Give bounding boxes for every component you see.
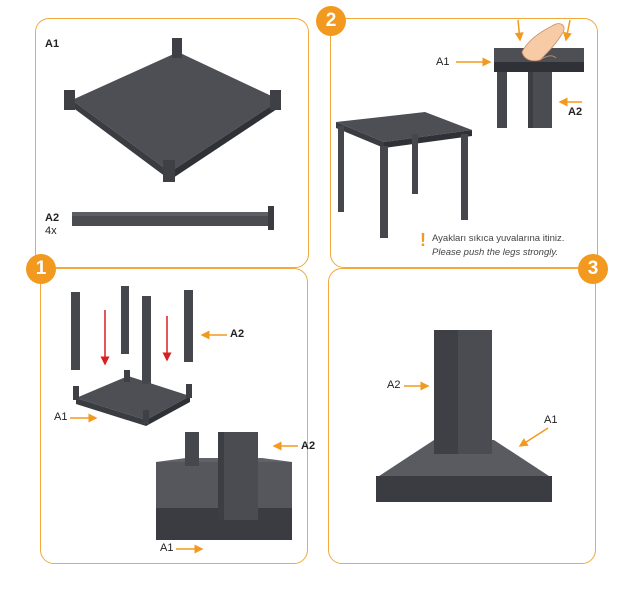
step-badge-1: 1 [26,254,56,284]
part-a2-title: A2 [45,212,60,224]
step-badge-2: 2 [316,6,346,36]
warning-icon: ! [420,230,426,250]
step1-detail-label-a1: A1 [160,542,174,554]
step2-label-a2: A2 [568,106,583,118]
step3-label-a2: A2 [387,379,401,391]
part-a1-title: A1 [45,38,60,50]
step1-assembly-diagram [71,286,193,426]
table-top-part-a1 [64,38,281,182]
step2-label-a1: A1 [436,56,450,68]
step3-label-a1: A1 [544,414,558,426]
step1-detail-label-a2: A2 [301,440,316,452]
step1-label-a2: A2 [230,328,245,340]
step2-assembled-table [336,112,472,238]
part-a2-quantity: 4x [45,225,57,237]
step-badge-3: 3 [578,254,608,284]
panel-step-3-frame [328,268,596,564]
panel-step-1-frame [40,268,308,564]
note-english: Please push the legs strongly. [432,247,559,258]
panel-step-2-frame [330,18,598,268]
step1-zoom-detail [156,432,292,540]
step3-closeup-detail [376,330,552,502]
pointer-arrows [70,57,582,554]
leg-part-a2 [72,206,274,230]
note-turkish: Ayakları sıkıca yuvalarına itiniz. [432,233,565,244]
step1-label-a1: A1 [54,411,68,423]
panel-parts-frame [35,18,309,268]
step2-push-detail [494,19,584,128]
